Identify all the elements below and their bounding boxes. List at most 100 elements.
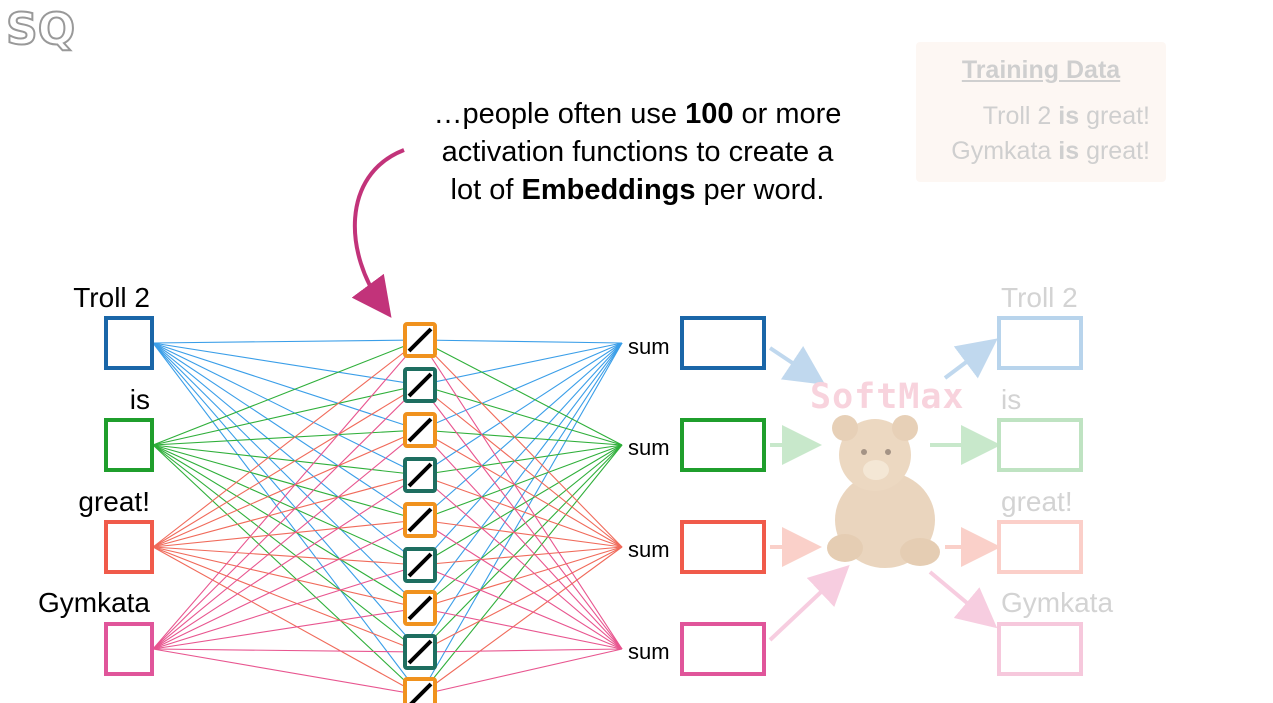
weight-line-input-4-act-6 (152, 564, 421, 650)
input-label-is: is (129, 384, 150, 415)
weight-line-act-6-sum-4 (419, 564, 623, 650)
weight-line-act-1-sum-2 (419, 339, 623, 446)
weight-line-act-1-sum-1 (419, 339, 623, 344)
output-box-1 (997, 316, 1083, 370)
weight-line-input-4-act-9 (152, 648, 421, 696)
input-box-1 (104, 316, 154, 370)
weight-line-input-4-act-3 (152, 429, 421, 650)
sum-label-4: sum (628, 639, 670, 664)
sum-label-1: sum (628, 334, 670, 359)
weight-line-act-2-sum-1 (419, 342, 623, 386)
relu-slash-7 (407, 595, 433, 621)
relu-slash-8 (407, 639, 433, 665)
sum-label-3: sum (628, 537, 670, 562)
sum-box-1 (680, 316, 766, 370)
weight-line-act-9-sum-1 (419, 342, 623, 696)
weight-line-act-5-sum-2 (419, 444, 623, 521)
weight-line-act-5-sum-3 (419, 519, 623, 548)
sum-label-2: sum (628, 435, 670, 460)
training-data-title: Training Data (961, 56, 1121, 84)
training-data-line-2: Gymkata is great! (951, 137, 1150, 165)
weight-line-act-4-sum-4 (419, 474, 623, 650)
relu-slash-1 (407, 327, 433, 353)
weight-line-act-7-sum-1 (419, 342, 623, 609)
weight-line-input-2-act-4 (152, 444, 421, 476)
weight-line-act-9-sum-4 (419, 648, 623, 696)
weight-line-act-2-sum-4 (419, 384, 623, 650)
output-box-3 (997, 520, 1083, 574)
weight-line-input-3-act-3 (152, 429, 421, 548)
weight-line-act-2-sum-3 (419, 384, 623, 548)
weight-line-act-6-sum-2 (419, 444, 623, 566)
weight-line-act-4-sum-3 (419, 474, 623, 548)
output-label-gymkata: Gymkata (1001, 587, 1114, 618)
output-label-is: is (1001, 384, 1022, 415)
training-data-line-1: Troll 2 is great! (982, 102, 1150, 130)
callout-line-2: activation functions to create a (441, 136, 834, 168)
weight-line-input-1-act-1 (152, 339, 421, 344)
weight-line-act-8-sum-2 (419, 444, 623, 653)
weight-line-act-8-sum-3 (419, 546, 623, 653)
relu-slash-4 (407, 462, 433, 488)
callout-line-1: …people often use 100 or more (433, 98, 842, 130)
weight-line-act-8-sum-1 (419, 342, 623, 653)
weight-line-input-3-act-2 (152, 384, 421, 548)
weight-line-input-3-act-7 (152, 546, 421, 609)
weight-line-act-3-sum-4 (419, 429, 623, 650)
weight-line-input-3-act-5 (152, 519, 421, 548)
arrow-sum4-to-softmax (768, 565, 850, 642)
relu-slash-3 (407, 417, 433, 443)
weight-line-input-2-act-7 (152, 444, 421, 609)
weight-line-input-4-act-8 (152, 648, 421, 653)
input-label-gymkata: Gymkata (37, 587, 150, 618)
activation-function-icon-9 (403, 677, 437, 703)
weight-line-input-3-act-1 (152, 339, 421, 548)
weight-line-act-3-sum-1 (419, 342, 623, 431)
input-box-4 (104, 622, 154, 676)
arrow-softmax-to-output1 (943, 338, 998, 380)
weight-line-act-5-sum-4 (419, 519, 623, 650)
weight-line-act-6-sum-1 (419, 342, 623, 566)
weight-line-act-4-sum-2 (419, 444, 623, 476)
weight-line-act-7-sum-4 (419, 607, 623, 650)
weight-line-input-2-act-1 (152, 339, 421, 446)
relu-slash-9 (409, 682, 433, 703)
weight-line-input-3-act-9 (152, 546, 421, 696)
weight-line-input-4-act-4 (152, 474, 421, 650)
weight-line-act-3-sum-2 (419, 429, 623, 446)
weight-line-input-2-act-2 (152, 384, 421, 446)
weight-line-input-1-act-7 (152, 342, 421, 609)
sum-box-2 (680, 418, 766, 472)
output-label-troll2: Troll 2 (1001, 282, 1078, 313)
input-box-2 (104, 418, 154, 472)
weight-line-input-3-act-8 (152, 546, 421, 653)
input-label-troll2: Troll 2 (73, 282, 150, 313)
arrow-softmax-to-output4 (928, 570, 998, 629)
weight-line-input-2-act-5 (152, 444, 421, 521)
weight-line-input-1-act-9 (152, 342, 421, 696)
weight-line-input-4-act-2 (152, 384, 421, 650)
weight-line-input-2-act-8 (152, 444, 421, 653)
output-box-4 (997, 622, 1083, 676)
weight-line-act-2-sum-2 (419, 384, 623, 446)
weight-line-input-1-act-6 (152, 342, 421, 566)
weight-line-input-3-act-6 (152, 546, 421, 566)
sum-box-4 (680, 622, 766, 676)
weight-line-act-8-sum-4 (419, 648, 623, 653)
weight-line-input-2-act-3 (152, 429, 421, 446)
callout-arrow (351, 148, 405, 318)
output-label-great: great! (1001, 486, 1073, 517)
weight-line-input-1-act-4 (152, 342, 421, 476)
weight-line-input-3-act-4 (152, 474, 421, 548)
weight-line-input-1-act-3 (152, 342, 421, 431)
weight-line-act-1-sum-4 (419, 339, 623, 650)
relu-slash-6 (407, 552, 433, 578)
weight-line-act-1-sum-3 (419, 339, 623, 548)
weight-line-input-1-act-5 (152, 342, 421, 521)
weight-line-input-4-act-5 (152, 519, 421, 650)
weight-line-input-1-act-2 (152, 342, 421, 386)
weight-line-input-4-act-7 (152, 607, 421, 650)
weight-line-act-9-sum-3 (419, 546, 623, 696)
weight-line-act-7-sum-2 (419, 444, 623, 609)
